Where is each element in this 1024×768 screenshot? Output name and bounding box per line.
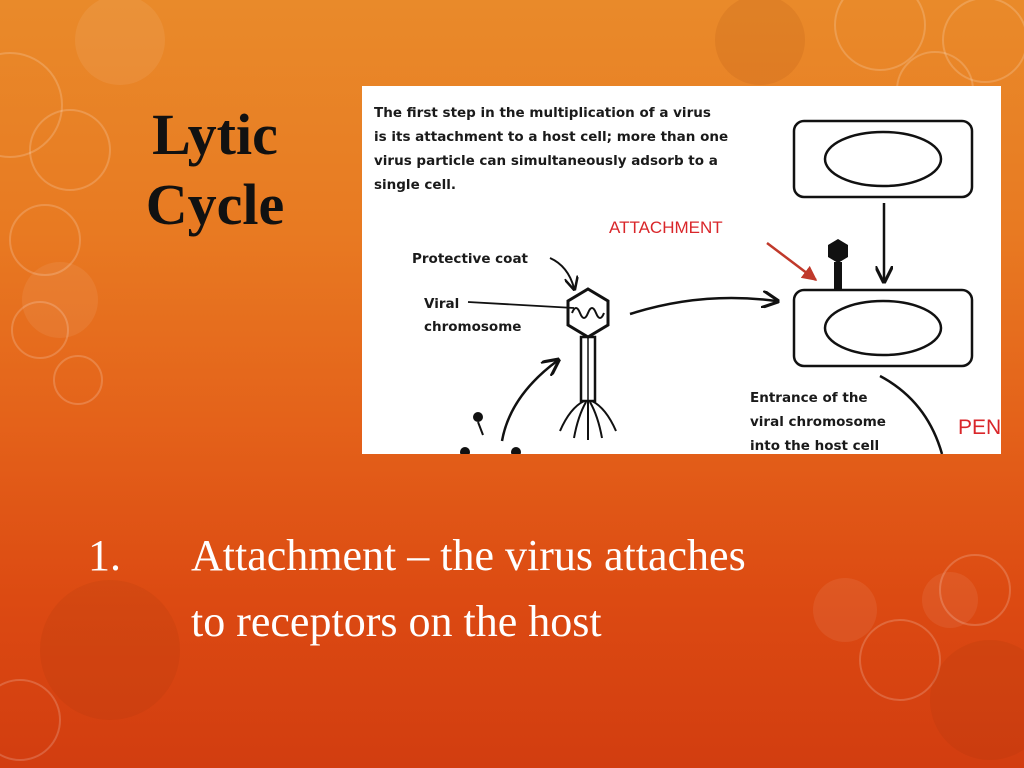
phage-to-cell-arrow [629, 298, 776, 316]
bokeh-circle [53, 355, 103, 405]
viral-chromosome-label-2: chromosome [424, 319, 521, 335]
viral-chromosome-pointer [467, 301, 575, 309]
attached-virus-tail [834, 262, 842, 290]
bullet-number: 1. [88, 531, 121, 580]
entrance-label-3: into the host cell [750, 438, 879, 454]
intro-line-1: The first step in the multiplication of … [374, 105, 711, 121]
bokeh-dot [22, 262, 98, 338]
bullet-text-line-2: to receptors on the host [191, 597, 602, 646]
small-phage-tail [477, 421, 484, 436]
bokeh-circle [834, 0, 926, 71]
host-cell-top-nucleus [823, 130, 943, 188]
slide-title: Lytic Cycle [120, 100, 310, 239]
bokeh-circle [0, 52, 63, 158]
bokeh-dot [813, 578, 877, 642]
viral-chromosome-label-1: Viral [424, 296, 459, 312]
slide-title-line-1: Lytic [152, 102, 278, 167]
bokeh-circle [11, 301, 69, 359]
protective-coat-label: Protective coat [412, 251, 529, 267]
penetration-annotation: PEN [958, 416, 1001, 439]
bacteriophage-tail-fibers [559, 400, 617, 440]
attachment-annotation: ATTACHMENT [609, 218, 723, 237]
host-cell-bottom [792, 288, 974, 368]
host-cell-bottom-nucleus [823, 299, 943, 357]
lower-curved-arrow [500, 361, 557, 442]
intro-line-3: virus particle can simultaneously adsorb… [374, 153, 718, 169]
entrance-label-2: viral chromosome [750, 414, 886, 430]
bokeh-circle [29, 109, 111, 191]
bokeh-circle [0, 679, 61, 761]
attached-virus-head [828, 239, 848, 263]
lytic-attachment-diagram: The first step in the multiplication of … [362, 86, 1001, 454]
entrance-label-1: Entrance of the [750, 390, 868, 406]
small-phage-head [473, 412, 483, 422]
bullet-text-line-1: Attachment – the virus attaches [191, 531, 746, 580]
bokeh-dot [715, 0, 805, 85]
bokeh-dot [40, 580, 180, 720]
next-step-arrow [879, 374, 944, 454]
protective-coat-pointer [549, 257, 574, 288]
bokeh-circle [942, 0, 1024, 83]
diagram-svg: The first step in the multiplication of … [374, 105, 1001, 454]
attachment-red-arrow [766, 242, 818, 281]
small-phage-head [460, 447, 470, 454]
intro-line-4: single cell. [374, 177, 456, 193]
small-phage-head [511, 447, 521, 454]
intro-line-2: is its attachment to a host cell; more t… [374, 129, 728, 145]
bokeh-circle [859, 619, 941, 701]
bokeh-circle [9, 204, 81, 276]
bokeh-dot [75, 0, 165, 85]
bokeh-dot [922, 572, 978, 628]
bacteriophage-dna [571, 307, 605, 319]
host-cell-top [792, 119, 974, 199]
slide-title-line-2: Cycle [145, 171, 285, 237]
bokeh-dot [930, 640, 1024, 760]
bokeh-circle [939, 554, 1011, 626]
